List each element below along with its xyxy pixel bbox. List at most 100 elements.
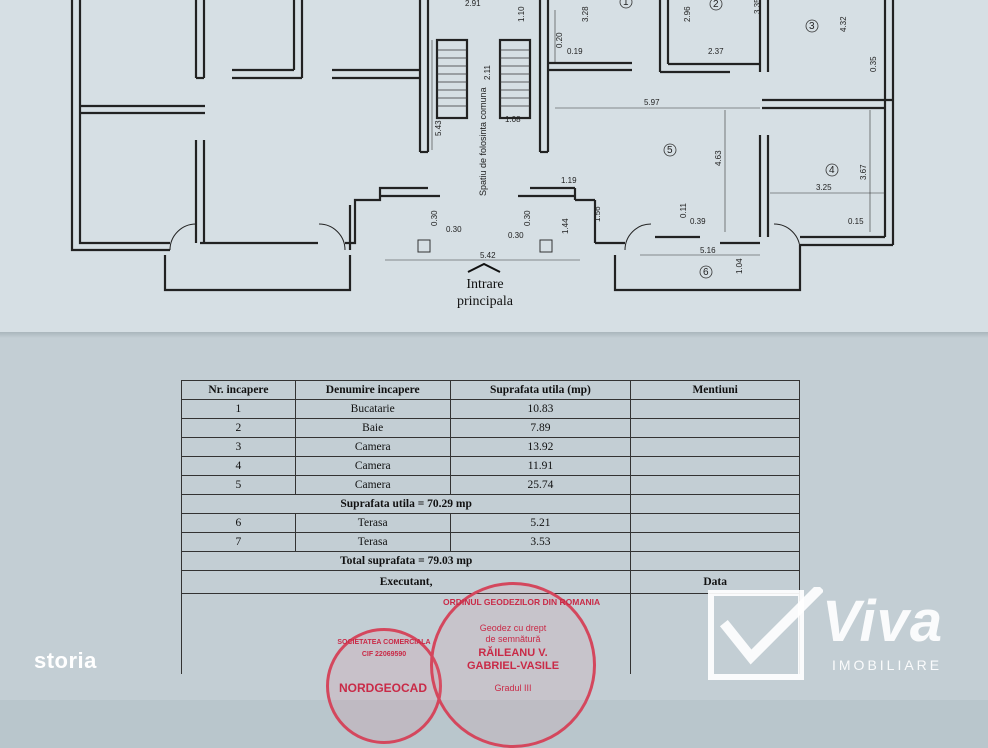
- dim-label: 0.30: [430, 210, 439, 226]
- cell-note: [630, 475, 800, 495]
- dim-label: 2.96: [683, 6, 692, 22]
- room-number: 2: [713, 0, 719, 10]
- dim-label: 1.19: [561, 176, 577, 185]
- cell-name: Camera: [294, 437, 451, 457]
- floor-plan: 2.91 1.10 3.28 0.20 0.19 2.11 1.08 5.43 …: [70, 0, 895, 292]
- room-number-circles: [619, 0, 839, 279]
- header-notes: Mentiuni: [630, 380, 800, 400]
- dim-label: 3.25: [816, 183, 832, 192]
- surveyor-stamp: ORDINUL GEODEZILOR DIN ROMANIA Geodez cu…: [430, 582, 601, 748]
- cell-area: 5.21: [449, 513, 632, 533]
- entrance-line-2: principala: [457, 294, 513, 309]
- dim-label: 4.63: [714, 150, 723, 166]
- dim-label: 0.11: [679, 202, 688, 218]
- dim-label: 3.28: [581, 6, 590, 22]
- dim-label: 0.35: [869, 56, 878, 72]
- total-cell: Total suprafata = 79.03 mp: [180, 551, 632, 571]
- cell-name: Baie: [294, 418, 451, 438]
- viva-watermark: Viva: [822, 589, 944, 654]
- room-number: 4: [829, 165, 835, 176]
- dim-label: 3.67: [859, 164, 868, 180]
- table-row: 3 Camera 13.92: [181, 437, 800, 457]
- imobiliare-watermark: IMOBILIARE: [832, 657, 943, 673]
- cell-nr: 1: [181, 399, 296, 419]
- cell-area: 25.74: [449, 475, 632, 495]
- room-number: 5: [667, 145, 673, 156]
- cell-nr: 4: [181, 456, 296, 476]
- walls: [70, 0, 895, 292]
- dim-label: 2.11: [483, 64, 492, 80]
- cell-note: [630, 456, 800, 476]
- cell-note: [630, 418, 800, 438]
- dim-label: 1.04: [735, 258, 744, 274]
- subtotal-row: Suprafata utila = 70.29 mp: [180, 494, 800, 514]
- cell-nr: 6: [181, 513, 296, 533]
- cell-area: 10.83: [449, 399, 632, 419]
- cell-nr: 5: [181, 475, 296, 495]
- dim-label: 0.30: [446, 225, 462, 234]
- dim-label: 2.91: [465, 0, 481, 8]
- dim-label: 5.97: [644, 98, 660, 107]
- cell-area: 7.89: [449, 418, 632, 438]
- cell-note: [630, 551, 800, 571]
- dim-label: 1.10: [517, 6, 526, 22]
- dimension-lines: [385, 10, 885, 261]
- dim-label: 1.44: [561, 218, 570, 234]
- subtotal-cell: Suprafata utila = 70.29 mp: [180, 494, 632, 514]
- stamp-text: Gradul III: [494, 683, 532, 693]
- cell-area: 13.92: [449, 437, 632, 457]
- stamp-text: CIF 22069590: [361, 651, 407, 658]
- dim-label: 3.35: [753, 0, 762, 14]
- table-row: 6 Terasa 5.21: [181, 513, 800, 533]
- cell-name: Terasa: [294, 513, 451, 533]
- stair-treads: [437, 49, 530, 107]
- cell-name: Terasa: [294, 532, 451, 552]
- dim-label: 1.08: [505, 115, 521, 124]
- main-entrance-label: Intrare principala: [430, 276, 540, 310]
- stamp-text: RĂILEANU V.: [478, 647, 548, 659]
- entrance-arrow-icon: [467, 262, 501, 273]
- dim-label: 5.43: [434, 120, 443, 136]
- stamp-text: NORDGEOCAD: [338, 681, 427, 695]
- columns: [417, 239, 553, 253]
- cell-note: [630, 513, 800, 533]
- stamp-text: de semnătură: [485, 634, 541, 644]
- cell-area: 11.91: [449, 456, 632, 476]
- room-number: 1: [623, 0, 629, 8]
- cell-nr: 2: [181, 418, 296, 438]
- entrance-line-1: Intrare: [466, 277, 504, 292]
- stamp-text: SOCIETATEA COMERCIALA: [337, 639, 431, 646]
- dim-label: 5.42: [480, 251, 496, 260]
- door-arcs: [169, 223, 801, 251]
- total-row: Total suprafata = 79.03 mp: [180, 551, 800, 571]
- table-row: 4 Camera 11.91: [181, 456, 800, 476]
- cell-note: [630, 532, 800, 552]
- cell-name: Bucatarie: [294, 399, 451, 419]
- table-row: 7 Terasa 3.53: [181, 532, 800, 552]
- dim-label: 0.30: [523, 210, 532, 226]
- dim-label: 0.30: [508, 231, 524, 240]
- dim-label: 2.37: [708, 47, 724, 56]
- dim-label: 1.56: [593, 206, 602, 222]
- cell-area: 3.53: [449, 532, 632, 552]
- header-nr: Nr. incapere: [181, 380, 296, 400]
- cell-nr: 3: [181, 437, 296, 457]
- table-row: 2 Baie 7.89: [181, 418, 800, 438]
- stamp-ring-text: ORDINUL GEODEZILOR DIN ROMANIA: [443, 597, 601, 607]
- stamp-text: GABRIEL-VASILE: [466, 660, 560, 672]
- dim-label: 0.20: [555, 32, 564, 48]
- storia-watermark: storia: [34, 648, 97, 673]
- dim-label: 0.39: [690, 217, 706, 226]
- dim-label: 5.16: [700, 246, 716, 255]
- cell-nr: 7: [181, 532, 296, 552]
- room-number: 6: [703, 267, 709, 278]
- dim-label: 0.15: [848, 217, 864, 226]
- table-row: 5 Camera 25.74: [181, 475, 800, 495]
- cell-note: [630, 399, 800, 419]
- header-area: Suprafata utila (mp): [449, 380, 632, 400]
- dim-label: 4.32: [839, 16, 848, 32]
- stair-label: Spatiu de folosinta comuna: [478, 87, 488, 196]
- company-stamp: SOCIETATEA COMERCIALA CIF 22069590 NORDG…: [326, 628, 442, 744]
- room-number: 3: [809, 21, 815, 32]
- cell-note: [630, 494, 800, 514]
